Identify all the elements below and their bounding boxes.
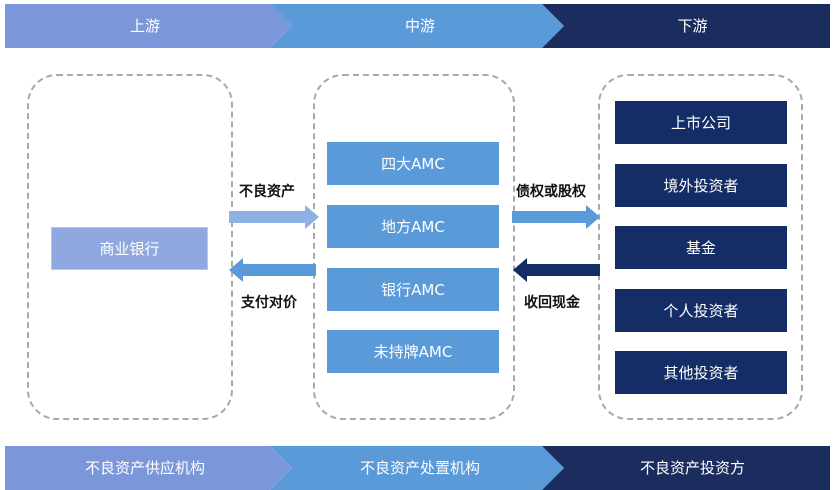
arrow-left-downstream-to-midstream — [513, 258, 600, 282]
role-investor-label: 不良资产投资方 — [639, 459, 745, 477]
investor-box-fund: 基金 — [615, 226, 787, 269]
stage-upstream-label: 上游 — [129, 17, 160, 35]
stage-midstream-label: 中游 — [404, 17, 435, 35]
downstream-group — [598, 74, 803, 420]
investor-chevron — [542, 446, 830, 490]
amc-box-big-four: 四大AMC — [327, 142, 499, 185]
flow-label-cash-recovery: 收回现金 — [524, 295, 580, 311]
commercial-bank-box: 商业银行 — [51, 227, 208, 270]
amc-box-unlicensed: 未持牌AMC — [327, 330, 499, 373]
investor-box-overseas: 境外投资者 — [615, 164, 787, 207]
flow-label-debt-equity: 债权或股权 — [516, 184, 586, 200]
downstream-chevron — [542, 4, 830, 48]
arrow-left-midstream-to-upstream — [229, 258, 316, 282]
supplier-chevron — [5, 446, 292, 490]
role-footer-band: 不良资产供应机构 不良资产处置机构 不良资产投资方 — [0, 446, 834, 490]
amc-box-local: 地方AMC — [327, 205, 499, 248]
investor-box-listed-company: 上市公司 — [615, 101, 787, 144]
upstream-group — [27, 74, 233, 420]
midstream-chevron — [270, 4, 564, 48]
stage-header-chevrons — [5, 4, 830, 48]
role-supplier-label: 不良资产供应机构 — [84, 459, 205, 477]
upstream-chevron — [5, 4, 292, 48]
flow-label-payment: 支付对价 — [241, 295, 297, 311]
midstream-group — [313, 74, 515, 420]
investor-box-other: 其他投资者 — [615, 351, 787, 394]
flow-label-npa: 不良资产 — [239, 184, 295, 200]
arrow-right-upstream-to-midstream — [229, 205, 319, 229]
role-disposer-label: 不良资产处置机构 — [359, 459, 480, 477]
arrow-right-midstream-to-downstream — [512, 205, 600, 229]
role-footer-chevrons — [5, 446, 830, 490]
disposer-chevron — [270, 446, 564, 490]
stage-downstream-label: 下游 — [677, 17, 708, 35]
amc-box-bank: 银行AMC — [327, 268, 499, 311]
stage-header-band: 上游 中游 下游 — [0, 4, 834, 48]
investor-box-individual: 个人投资者 — [615, 289, 787, 332]
